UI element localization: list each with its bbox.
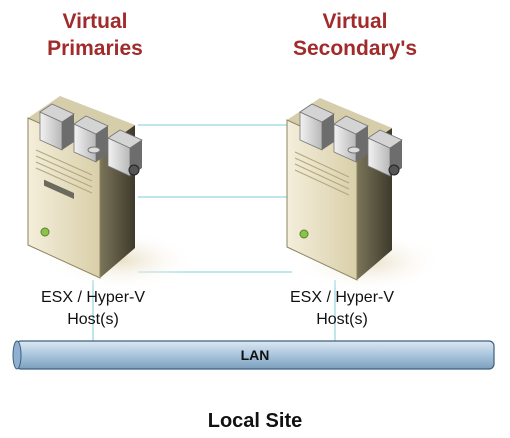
right-title-line1: Virtual bbox=[322, 10, 388, 33]
right-host-line1: ESX / Hyper-V bbox=[289, 289, 395, 306]
left-host-line2: Host(s) bbox=[67, 311, 119, 328]
right-host-line2: Host(s) bbox=[316, 311, 368, 328]
right-host-label: ESX / Hyper-V Host(s) bbox=[242, 287, 442, 331]
right-title-line2: Secondary's bbox=[292, 37, 418, 60]
left-title-line1: Virtual bbox=[62, 10, 128, 33]
lan-label: LAN bbox=[241, 347, 270, 363]
right-vm-icons bbox=[299, 103, 403, 177]
left-host-line1: ESX / Hyper-V bbox=[40, 289, 146, 306]
left-vm-icons bbox=[39, 103, 143, 177]
site-label: Local Site bbox=[207, 410, 303, 432]
right-group-title: Virtual Secondary's bbox=[255, 8, 455, 62]
left-title-line2: Primaries bbox=[47, 37, 143, 60]
left-host-label: ESX / Hyper-V Host(s) bbox=[0, 287, 193, 331]
left-group-title: Virtual Primaries bbox=[0, 8, 195, 62]
lan-bar: LAN bbox=[12, 340, 495, 370]
